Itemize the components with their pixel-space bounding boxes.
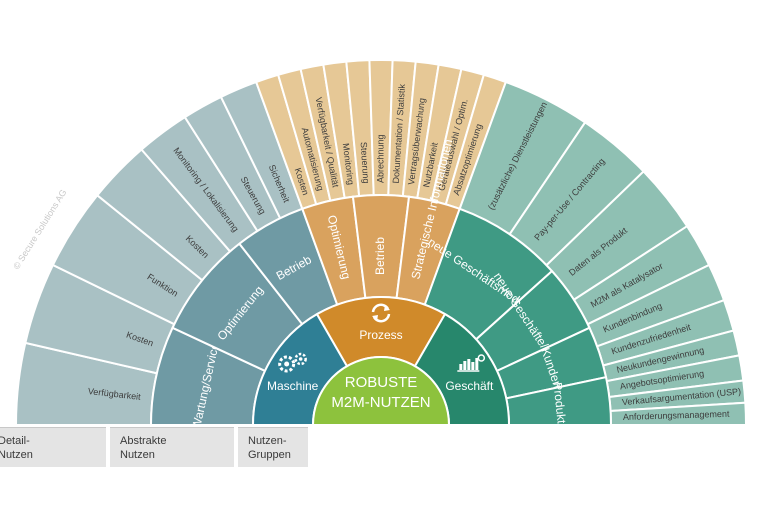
cycle-arrows-icon [371, 303, 391, 323]
group-label-geschaeft: Geschäft [445, 379, 494, 393]
center-title-line2: M2M-NUTZEN [331, 394, 430, 411]
group-label-prozess: Prozess [359, 328, 402, 342]
center-slice [311, 356, 451, 426]
legend-detail-nutzen: Detail- Nutzen [0, 427, 106, 467]
legend-nutzen-gruppen: Nutzen- Gruppen [238, 427, 308, 467]
legend-abstract-line2: Nutzen [120, 449, 155, 461]
detail-label: Steuerung [359, 142, 372, 184]
group-label-maschine: Maschine [267, 379, 319, 393]
center-title-line1: ROBUSTE [345, 374, 418, 391]
legend-abstrakte-nutzen: Abstrakte Nutzen [110, 427, 234, 467]
legend-groups-line1: Nutzen- [248, 435, 287, 447]
legend-detail-line1: Detail- [0, 435, 30, 447]
detail-label: Abrechnung [375, 134, 385, 183]
abstract-label: Betrieb [373, 237, 387, 275]
legend-detail-line2: Nutzen [0, 449, 33, 461]
detail-label: Anforderungsmanagement [623, 409, 730, 422]
gears-icon [278, 352, 307, 373]
bar-chart-icon [457, 354, 486, 372]
legend-abstract-line1: Abstrakte [120, 435, 167, 447]
abstract-label: Produkte [550, 382, 569, 432]
legend-groups-line2: Gruppen [248, 449, 291, 461]
